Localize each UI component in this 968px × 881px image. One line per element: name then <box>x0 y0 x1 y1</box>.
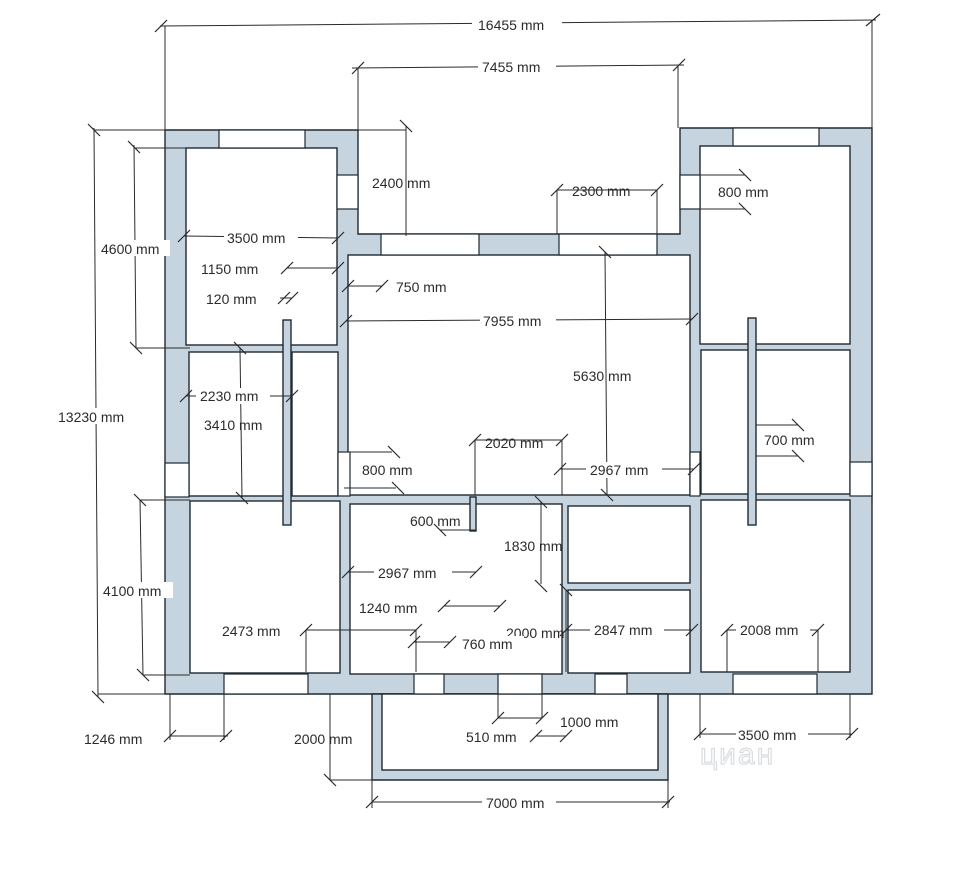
label-750: 750 mm <box>396 279 447 295</box>
window-right-side <box>849 461 873 497</box>
label-2847: 2847 mm <box>594 622 652 638</box>
window-right-bottom <box>732 673 818 695</box>
room-right-mid-b <box>754 349 851 495</box>
label-1246: 1246 mm <box>84 731 142 747</box>
window-left-notch <box>336 174 359 210</box>
watermark-logo: циан <box>700 738 775 771</box>
room-left-top <box>185 147 338 346</box>
label-800-right: 800 mm <box>718 184 769 200</box>
label-1240: 1240 mm <box>359 600 417 616</box>
label-center-width: 7455 mm <box>482 59 540 75</box>
window-bath <box>594 673 628 695</box>
label-700-right: 700 mm <box>764 432 815 448</box>
label-1830: 1830 mm <box>504 538 562 554</box>
label-2473: 2473 mm <box>222 623 280 639</box>
terrace-floor <box>381 693 659 771</box>
window-center-top-a <box>380 233 480 256</box>
window-left-top <box>218 129 306 149</box>
label-2230: 2230 mm <box>200 388 258 404</box>
label-total-width: 16455 mm <box>478 17 544 33</box>
label-terrace-width: 7000 mm <box>486 795 544 811</box>
window-center-top-b <box>558 233 658 256</box>
label-120: 120 mm <box>206 291 257 307</box>
label-1150: 1150 mm <box>201 261 258 277</box>
partition-kitchen-stub <box>469 496 477 532</box>
room-left-bottom <box>189 500 341 674</box>
label-2967-lower: 2967 mm <box>378 565 436 581</box>
label-2967-upper: 2967 mm <box>590 462 648 478</box>
label-510: 510 mm <box>466 729 517 745</box>
partition-right <box>747 317 757 526</box>
label-760: 760 mm <box>462 636 513 652</box>
window-kitchen-b <box>497 673 543 695</box>
label-3500-right: 3500 mm <box>738 727 796 743</box>
window-left-bottom <box>223 673 309 695</box>
door-living-right <box>689 451 701 497</box>
label-3410: 3410 mm <box>204 417 262 433</box>
label-living-height: 5630 mm <box>573 368 631 384</box>
label-living-width: 7955 mm <box>483 313 541 329</box>
label-terrace-depth: 2000 mm <box>294 731 352 747</box>
window-right-top <box>732 127 820 147</box>
label-600: 600 mm <box>410 513 461 529</box>
window-right-notch <box>679 174 701 210</box>
label-2020: 2020 mm <box>485 435 543 451</box>
label-notch-depth: 2400 mm <box>372 175 430 191</box>
label-left-bottom-height: 4100 mm <box>103 583 161 599</box>
label-left-top-height: 4600 mm <box>101 241 159 257</box>
partition-left <box>282 319 292 526</box>
room-left-mid-b <box>291 351 339 497</box>
label-2008: 2008 mm <box>740 622 798 638</box>
dimension-labels: 16455 mm 7455 mm 13230 mm 4600 mm 4100 m… <box>54 16 815 811</box>
room-right-mid-a <box>700 349 750 495</box>
window-kitchen-a <box>413 673 445 695</box>
room-right-top <box>699 145 851 345</box>
window-left-side <box>164 462 190 498</box>
label-3500-left: 3500 mm <box>227 230 285 246</box>
label-total-height: 13230 mm <box>58 409 124 425</box>
label-1000: 1000 mm <box>560 714 618 730</box>
label-2300: 2300 mm <box>572 183 630 199</box>
room-left-mid-a <box>188 351 285 497</box>
label-800-door: 800 mm <box>362 462 413 478</box>
door-living-left <box>337 451 351 497</box>
room-kitchen <box>349 503 563 675</box>
room-bath-upper <box>567 505 691 584</box>
room-right-bottom <box>700 499 851 673</box>
room-living <box>347 254 691 496</box>
